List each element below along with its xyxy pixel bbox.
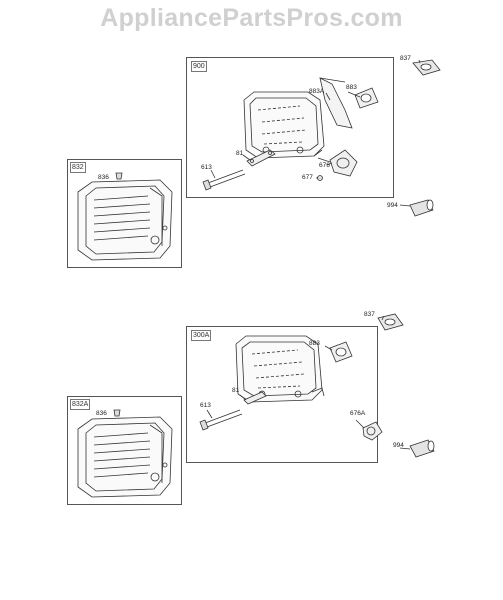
callout-81-bottom: 81 xyxy=(232,387,240,394)
screw-677-top xyxy=(317,175,323,181)
screw-836-top xyxy=(115,172,123,180)
adapter-994-bottom xyxy=(409,439,435,458)
lock-plate-81-bottom xyxy=(243,391,267,405)
screw-836-bottom xyxy=(113,409,121,417)
assembly-box-300A xyxy=(186,326,378,463)
callout-883-bottom: 883 xyxy=(309,340,320,347)
callout-613-bottom: 613 xyxy=(200,402,211,409)
assembly-label-300A: 300A xyxy=(191,330,212,341)
callout-676-top: 676 xyxy=(319,162,330,169)
bolt-613-top xyxy=(202,169,246,191)
gasket-883-bottom xyxy=(329,341,353,363)
callout-613-top: 613 xyxy=(201,164,212,171)
callout-883-top: 883 xyxy=(346,84,357,91)
muffler-guard-832-top xyxy=(77,179,173,261)
adapter-994-top xyxy=(409,199,434,217)
callout-81-top: 81 xyxy=(236,150,244,157)
bolt-613-bottom xyxy=(199,409,243,431)
callout-994-top: 994 xyxy=(387,202,398,209)
gasket-837-bottom xyxy=(377,313,404,331)
callout-677-top: 677 xyxy=(302,174,313,181)
callout-837-top: 837 xyxy=(400,55,411,62)
callout-836-top: 836 xyxy=(98,174,109,181)
assembly-box-832A xyxy=(67,396,182,505)
callout-994-bottom: 994 xyxy=(393,442,404,449)
callout-836-bottom: 836 xyxy=(96,410,107,417)
lock-plate-81-top xyxy=(246,149,276,167)
deflector-676A-bottom xyxy=(362,421,383,441)
assembly-label-900: 900 xyxy=(191,61,207,72)
callout-883A-top: 883A xyxy=(309,88,325,95)
callout-837-bottom: 837 xyxy=(364,311,375,318)
muffler-body-top xyxy=(243,91,325,159)
assembly-label-832: 832 xyxy=(70,162,86,173)
deflector-676-top xyxy=(317,149,358,177)
watermark-text: AppliancePartsPros.com xyxy=(100,4,403,32)
assembly-label-832A: 832A xyxy=(70,399,91,410)
gasket-837-top xyxy=(412,59,441,76)
heat-shield-883A-top xyxy=(319,77,353,129)
callout-676A-bottom: 676A xyxy=(350,410,366,417)
assembly-box-832 xyxy=(67,159,182,268)
assembly-box-900 xyxy=(186,57,394,198)
gasket-883-top xyxy=(354,87,379,109)
muffler-guard-832A-bottom xyxy=(77,416,173,498)
